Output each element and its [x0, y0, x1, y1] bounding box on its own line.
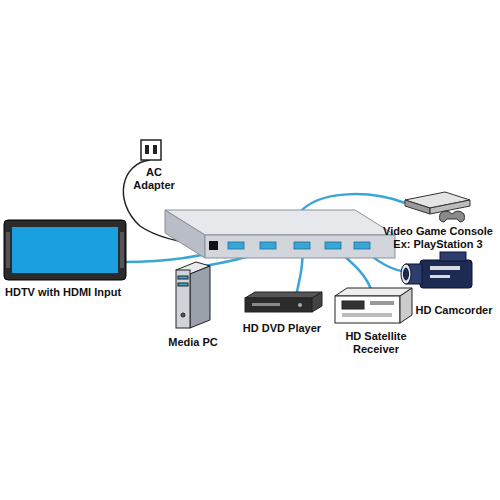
hdmi-switch — [165, 210, 395, 258]
device-label: HD DVD Player — [236, 322, 328, 335]
device-label: HD Camcorder — [412, 304, 496, 317]
device-label: HD Satellite Receiver — [338, 330, 414, 356]
hdtv — [4, 220, 126, 280]
camcorder — [401, 252, 472, 288]
ac-plug — [141, 140, 161, 160]
game-console — [405, 192, 470, 222]
device-label: AC Adapter — [128, 166, 180, 192]
device-label: HDTV with HDMI Input — [5, 286, 135, 299]
device-label: Media PC — [158, 336, 228, 349]
media-pc — [176, 262, 210, 328]
hdmi-ports — [228, 242, 370, 249]
hdmi-cables — [124, 194, 410, 296]
device-label: Video Game Console Ex: PlayStation 3 — [380, 225, 496, 251]
console-cable — [300, 194, 405, 212]
satellite-receiver — [335, 288, 412, 323]
power-jack — [209, 241, 218, 250]
dvd-player — [245, 292, 322, 312]
